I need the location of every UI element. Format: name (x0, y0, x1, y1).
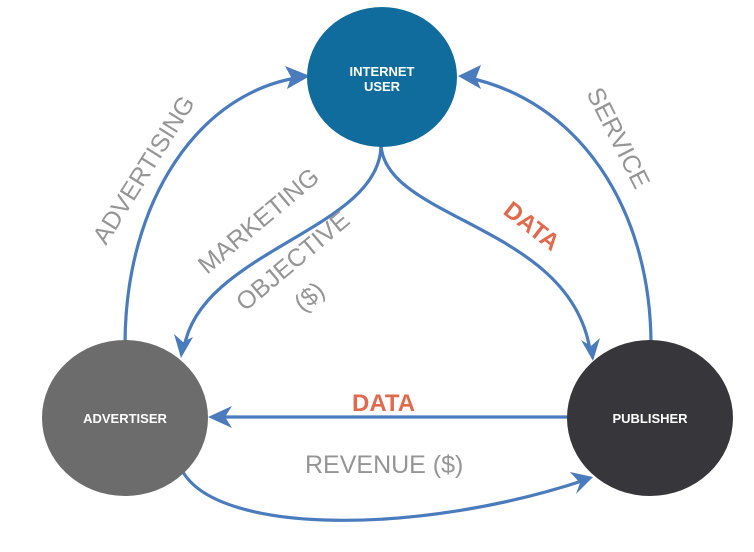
arrowhead-data-publisher-advertiser (208, 406, 232, 428)
arrowhead-service (458, 65, 481, 89)
node-publisher[interactable]: PUBLISHER (567, 340, 733, 496)
internet-user-label-line1: INTERNET (350, 64, 415, 79)
internet-user-circle (307, 7, 457, 147)
arrowhead-revenue (570, 472, 593, 494)
node-internet-user[interactable]: INTERNET USER (307, 7, 457, 147)
publisher-label: PUBLISHER (612, 411, 688, 426)
edge-advertising (123, 75, 304, 346)
label-revenue: REVENUE ($) (305, 451, 463, 479)
edge-revenue (181, 471, 586, 522)
label-data-publisher-advertiser: DATA (352, 390, 415, 417)
node-advertiser[interactable]: ADVERTISER (42, 340, 208, 496)
internet-user-label-line2: USER (364, 79, 401, 94)
arrowhead-data-user-publisher (581, 338, 600, 361)
edge-data-user-publisher (379, 144, 592, 351)
label-service: SERVICE (581, 83, 656, 193)
label-data-user-publisher: DATA (498, 196, 564, 256)
publisher-circle (567, 340, 733, 496)
advertiser-circle (42, 340, 208, 496)
edge-marketing-objective (182, 144, 383, 349)
advertiser-label: ADVERTISER (83, 411, 167, 426)
edge-service (464, 75, 653, 346)
arrowhead-marketing-objective (174, 334, 193, 358)
arrowhead-advertising (285, 66, 310, 89)
label-objective-dollar: ($) (289, 277, 330, 318)
